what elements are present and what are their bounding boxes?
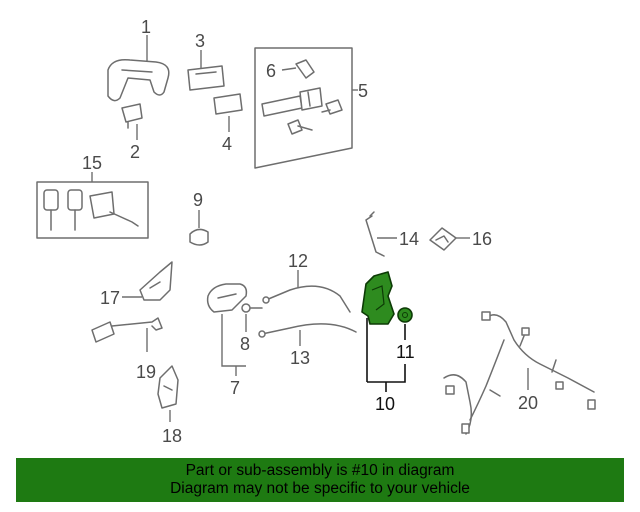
- part-2-handle-cover[interactable]: [121, 103, 143, 129]
- leader-10-bracket: [367, 364, 406, 383]
- callout-10[interactable]: 10: [375, 394, 395, 414]
- callout-7[interactable]: 7: [230, 378, 240, 398]
- callout-20[interactable]: 20: [518, 393, 538, 413]
- callout-12[interactable]: 12: [288, 251, 308, 271]
- part-1-outside-handle[interactable]: [107, 58, 170, 102]
- part-13-cable[interactable]: [258, 323, 357, 338]
- callout-17[interactable]: 17: [100, 288, 120, 308]
- part-11-grommet-highlighted[interactable]: [397, 307, 413, 323]
- part-18-latch[interactable]: [157, 365, 179, 409]
- callout-19[interactable]: 19: [136, 362, 156, 382]
- part-7-inside-handle[interactable]: [206, 283, 248, 313]
- callout-14[interactable]: 14: [399, 229, 419, 249]
- part-19-lever[interactable]: [91, 317, 163, 343]
- callout-1[interactable]: 1: [141, 17, 151, 37]
- part-key-b[interactable]: [67, 189, 83, 231]
- callout-4[interactable]: 4: [222, 134, 232, 154]
- callout-16[interactable]: 16: [472, 229, 492, 249]
- notice-banner: Part or sub-assembly is #10 in diagram D…: [16, 458, 624, 502]
- callout-8[interactable]: 8: [240, 334, 250, 354]
- callout-6[interactable]: 6: [266, 61, 276, 81]
- callout-3[interactable]: 3: [195, 31, 205, 51]
- callout-18[interactable]: 18: [162, 426, 182, 446]
- notice-line-2: Diagram may not be specific to your vehi…: [170, 480, 470, 497]
- part-3-pad[interactable]: [187, 65, 225, 91]
- callout-9[interactable]: 9: [193, 190, 203, 210]
- part-6-key-tip[interactable]: [295, 59, 315, 79]
- part-14-rod[interactable]: [365, 211, 385, 257]
- leader-6: [281, 67, 297, 71]
- part-lock-set[interactable]: [89, 191, 139, 227]
- part-screw[interactable]: [321, 99, 343, 115]
- callout-15[interactable]: 15: [82, 153, 102, 173]
- part-20-wire-harness[interactable]: [443, 311, 596, 435]
- part-key-a[interactable]: [43, 189, 59, 231]
- part-10-lock-actuator-highlighted[interactable]: [361, 271, 395, 325]
- part-17-bracket[interactable]: [139, 261, 173, 301]
- part-lock-cylinder[interactable]: [261, 87, 323, 117]
- part-4-pad[interactable]: [213, 93, 243, 115]
- callout-11[interactable]: 11: [396, 342, 415, 362]
- part-8-screw[interactable]: [241, 303, 263, 313]
- exploded-parts-diagram: 1 2 3 4 5 6: [36, 17, 596, 446]
- part-bolt[interactable]: [287, 119, 313, 135]
- part-9-plug[interactable]: [189, 228, 209, 246]
- callout-13[interactable]: 13: [290, 348, 310, 368]
- part-12-cable[interactable]: [262, 285, 351, 313]
- callout-5[interactable]: 5: [358, 81, 368, 101]
- callout-2[interactable]: 2: [130, 142, 140, 162]
- notice-line-1: Part or sub-assembly is #10 in diagram: [185, 462, 455, 479]
- part-16-clip[interactable]: [429, 227, 457, 251]
- leader-7: [221, 314, 246, 367]
